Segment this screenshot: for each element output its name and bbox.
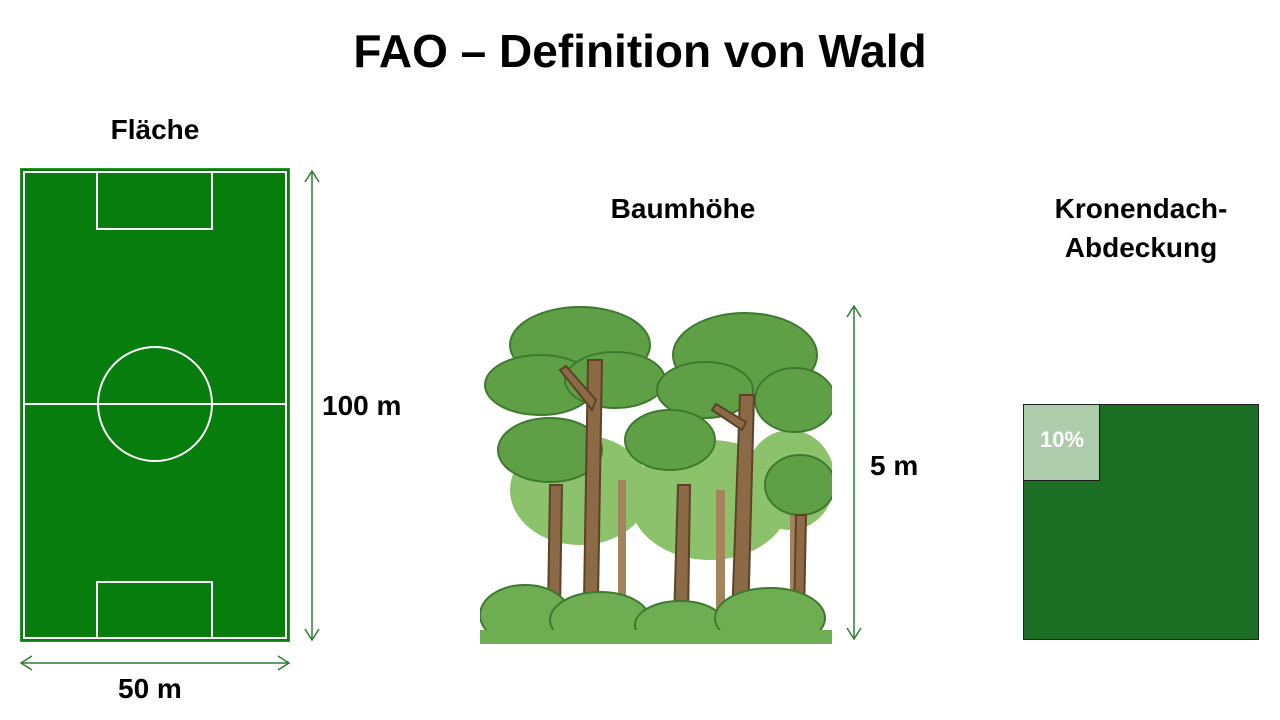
tree-height-label: Baumhöhe [610,193,756,224]
canopy-cover-label: Kronendach- Abdeckung [1010,189,1272,267]
slide-title: FAO – Definition von Wald [353,25,927,77]
horizontal-dimension-arrow [19,655,291,671]
canopy-percent-label: 10% [1039,427,1085,452]
vertical-dimension-arrow [304,169,320,642]
canopy-square: 10% [1023,404,1259,640]
area-width-label: 50 m [118,673,182,704]
tree-height-arrow [846,304,862,641]
football-pitch-icon [20,168,290,642]
area-length-label: 100 m [322,390,402,421]
canopy-cover-square: 10% [1024,405,1100,481]
forest-trees-icon [480,306,832,644]
canopy-label-line1: Kronendach- [1054,193,1228,224]
area-label: Fläche [110,114,200,145]
canopy-label-line2: Abdeckung [1064,232,1218,263]
tree-height-value: 5 m [870,450,919,481]
